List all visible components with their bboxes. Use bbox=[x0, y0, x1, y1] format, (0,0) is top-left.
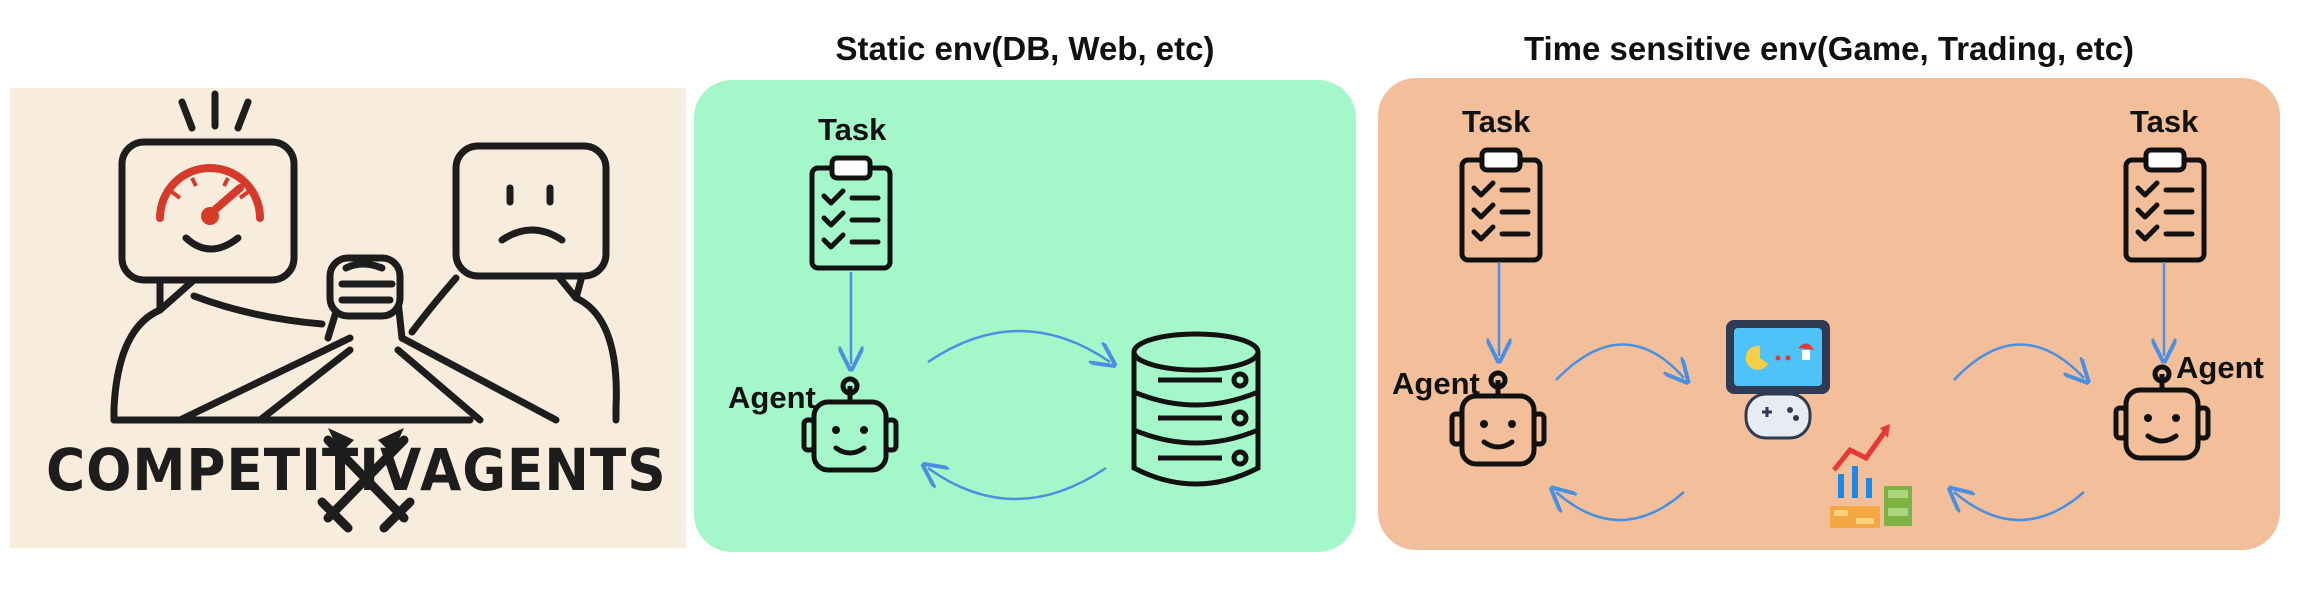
time-right-agent-label: Agent bbox=[2176, 350, 2264, 385]
database-icon bbox=[1131, 331, 1261, 487]
static-agent-label: Agent bbox=[728, 380, 816, 415]
clipboard-icon-left bbox=[1462, 150, 1540, 260]
arm-wrestling-illustration bbox=[110, 90, 620, 533]
time-left-agent-label: Agent bbox=[1392, 366, 1480, 401]
robot-icon bbox=[804, 379, 896, 470]
game-screen-icon bbox=[1726, 320, 1830, 440]
clipboard-icon-right bbox=[2126, 150, 2204, 260]
static-task-label: Task bbox=[818, 112, 887, 147]
time-right-task-label: Task bbox=[2130, 104, 2199, 139]
time-left-task-label: Task bbox=[1462, 104, 1531, 139]
logo-text-left: COMPETITIV bbox=[46, 436, 423, 504]
time-env-panel bbox=[1378, 78, 2280, 550]
static-env-title: Static env(DB, Web, etc) bbox=[835, 30, 1215, 67]
robot-icon-right bbox=[2116, 367, 2208, 458]
logo-text-right: AGENTS bbox=[420, 436, 667, 504]
robot-icon-left bbox=[1452, 373, 1544, 464]
trading-chart-icon bbox=[1830, 424, 1912, 528]
competitive-agents-logo: COMPETITIV AGENTS bbox=[10, 88, 686, 548]
time-env-title: Time sensitive env(Game, Trading, etc) bbox=[1523, 30, 2135, 67]
clipboard-icon bbox=[812, 158, 890, 268]
